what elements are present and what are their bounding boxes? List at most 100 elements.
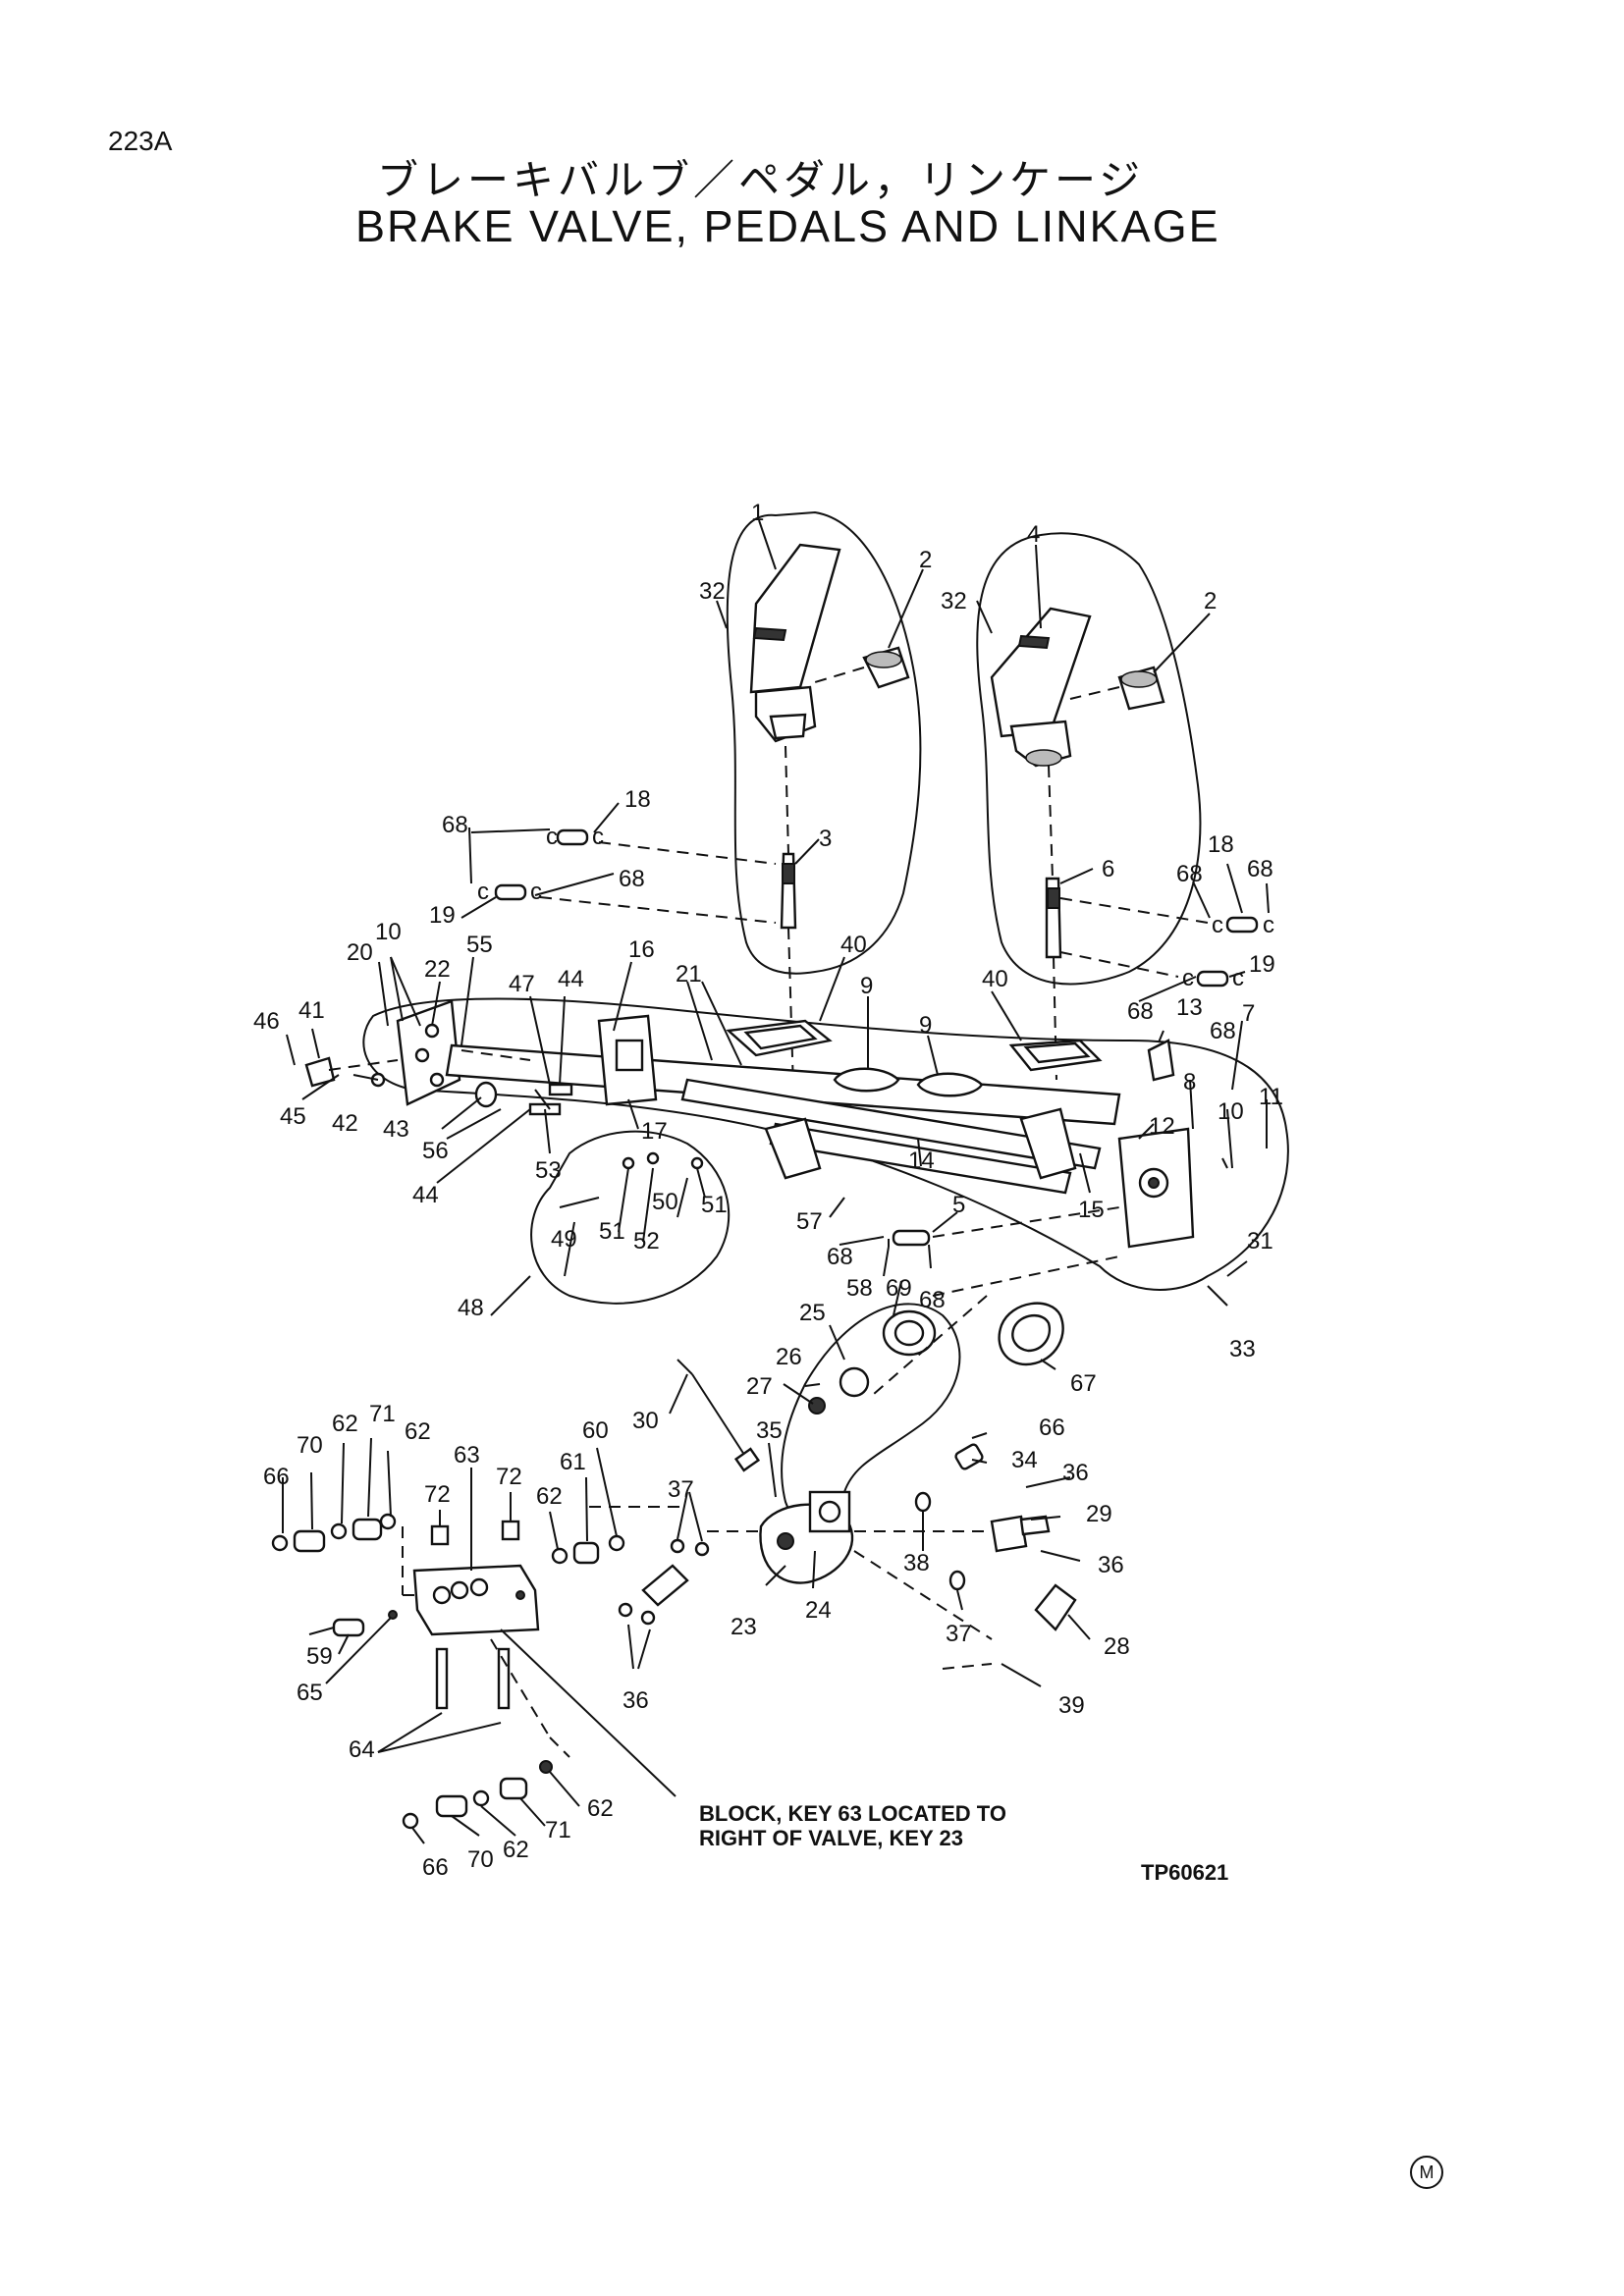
cable-30 xyxy=(677,1359,761,1472)
callout-48: 48 xyxy=(458,1295,484,1321)
callout-68: 68 xyxy=(1210,1018,1236,1044)
pin-49-52 xyxy=(559,1151,704,1208)
callout-66: 66 xyxy=(1039,1415,1065,1441)
lower-fittings xyxy=(402,1760,553,1830)
sensor-59-65 xyxy=(308,1610,398,1637)
callout-68: 68 xyxy=(442,812,468,838)
caps-72 xyxy=(430,1520,520,1546)
title-japanese: ブレーキバルブ／ペダル，リンケージ xyxy=(377,156,1145,204)
callout-13: 13 xyxy=(1176,994,1203,1021)
pedal-boot-40-right xyxy=(1008,1039,1103,1072)
callout-67: 67 xyxy=(1070,1370,1097,1397)
callout-68: 68 xyxy=(1127,998,1154,1025)
callout-27: 27 xyxy=(746,1373,773,1400)
callout-68: 68 xyxy=(827,1244,853,1270)
callout-34: 34 xyxy=(1011,1447,1038,1473)
callout-65: 65 xyxy=(297,1680,323,1706)
upper-right-fittings xyxy=(551,1534,625,1565)
callout-2: 2 xyxy=(919,547,932,573)
clip-13 xyxy=(1147,1039,1175,1082)
callout-19: 19 xyxy=(1249,951,1275,978)
callout-37: 37 xyxy=(668,1476,694,1503)
linkage-frame-outline xyxy=(362,997,1289,1291)
callout-50: 50 xyxy=(652,1189,678,1215)
callout-2: 2 xyxy=(1204,588,1217,614)
callout-62: 62 xyxy=(503,1837,529,1863)
right-pedal-rod xyxy=(1045,877,1062,959)
fitting-36-37-left xyxy=(618,1538,710,1626)
svg-text:c: c xyxy=(1182,965,1194,991)
callout-16: 16 xyxy=(628,936,655,963)
tee-29 xyxy=(990,1515,1051,1553)
callout-5: 5 xyxy=(952,1192,965,1218)
callout-1: 1 xyxy=(751,500,764,526)
callout-14: 14 xyxy=(908,1148,935,1174)
callout-26: 26 xyxy=(776,1344,802,1370)
callout-62: 62 xyxy=(587,1795,614,1822)
callout-41: 41 xyxy=(298,997,325,1024)
bolts-64 xyxy=(435,1647,511,1710)
callout-17: 17 xyxy=(641,1118,668,1145)
callout-58: 58 xyxy=(846,1275,873,1302)
callout-70: 70 xyxy=(467,1846,494,1873)
callout-49: 49 xyxy=(551,1226,577,1253)
left-pins: c c c c xyxy=(477,824,604,905)
callout-51: 51 xyxy=(599,1218,625,1245)
callout-61: 61 xyxy=(560,1449,586,1475)
callout-32: 32 xyxy=(941,588,967,614)
callout-68: 68 xyxy=(1247,856,1273,882)
callout-11: 11 xyxy=(1259,1084,1283,1110)
callout-59: 59 xyxy=(306,1643,333,1670)
callout-43: 43 xyxy=(383,1116,409,1143)
callout-19: 19 xyxy=(429,902,456,929)
lever-arm-14 xyxy=(764,1107,1077,1180)
callout-37: 37 xyxy=(946,1621,972,1647)
fitting-34 xyxy=(954,1443,984,1470)
callout-69: 69 xyxy=(886,1275,912,1302)
svg-text:c: c xyxy=(530,879,542,905)
pivot-bracket-16 xyxy=(597,1014,658,1106)
callout-20: 20 xyxy=(347,939,373,966)
callout-35: 35 xyxy=(756,1417,783,1444)
washers-42-43 xyxy=(370,1072,498,1108)
sender-28 xyxy=(1034,1583,1077,1631)
callout-12: 12 xyxy=(1149,1113,1175,1140)
callouts: 1 2 32 4 32 2 18 68 3 68 19 6 18 68 68 1… xyxy=(253,500,1283,1881)
callout-55: 55 xyxy=(466,932,493,958)
left-pedal-pad xyxy=(862,646,910,689)
callout-66: 66 xyxy=(263,1464,290,1490)
manufacturer-mark: M xyxy=(1410,2156,1443,2189)
callout-52: 52 xyxy=(633,1228,660,1255)
callout-39: 39 xyxy=(1058,1692,1085,1719)
callout-23: 23 xyxy=(731,1614,757,1640)
callout-62: 62 xyxy=(332,1411,358,1437)
right-pedal-group-outline xyxy=(976,532,1202,986)
callout-66: 66 xyxy=(422,1854,449,1881)
callout-68: 68 xyxy=(1176,861,1203,887)
callout-10: 10 xyxy=(1218,1098,1244,1125)
callout-31: 31 xyxy=(1247,1228,1273,1255)
callout-68: 68 xyxy=(619,866,645,892)
callout-57: 57 xyxy=(796,1208,823,1235)
figure-id: TP60621 xyxy=(1141,1860,1228,1885)
callout-40: 40 xyxy=(982,966,1008,992)
left-pedal-group-outline xyxy=(726,510,922,975)
title-english: BRAKE VALVE, PEDALS AND LINKAGE xyxy=(355,201,1220,251)
location-note-line1: BLOCK, KEY 63 LOCATED TO xyxy=(699,1801,1006,1826)
callout-28: 28 xyxy=(1104,1633,1130,1660)
upper-left-fittings xyxy=(271,1513,397,1553)
callout-3: 3 xyxy=(819,826,832,852)
callout-9: 9 xyxy=(860,973,873,999)
pin-5 xyxy=(892,1229,931,1247)
svg-text:c: c xyxy=(477,879,489,905)
callout-7: 7 xyxy=(1242,1000,1255,1027)
callout-36: 36 xyxy=(623,1687,649,1714)
callout-18: 18 xyxy=(1208,831,1234,858)
callout-62: 62 xyxy=(536,1483,563,1510)
callout-42: 42 xyxy=(332,1110,358,1137)
switch-41 xyxy=(304,1056,336,1088)
callout-8: 8 xyxy=(1183,1069,1196,1095)
brake-valve-23 xyxy=(759,1490,854,1584)
gasket-67 xyxy=(998,1302,1064,1366)
